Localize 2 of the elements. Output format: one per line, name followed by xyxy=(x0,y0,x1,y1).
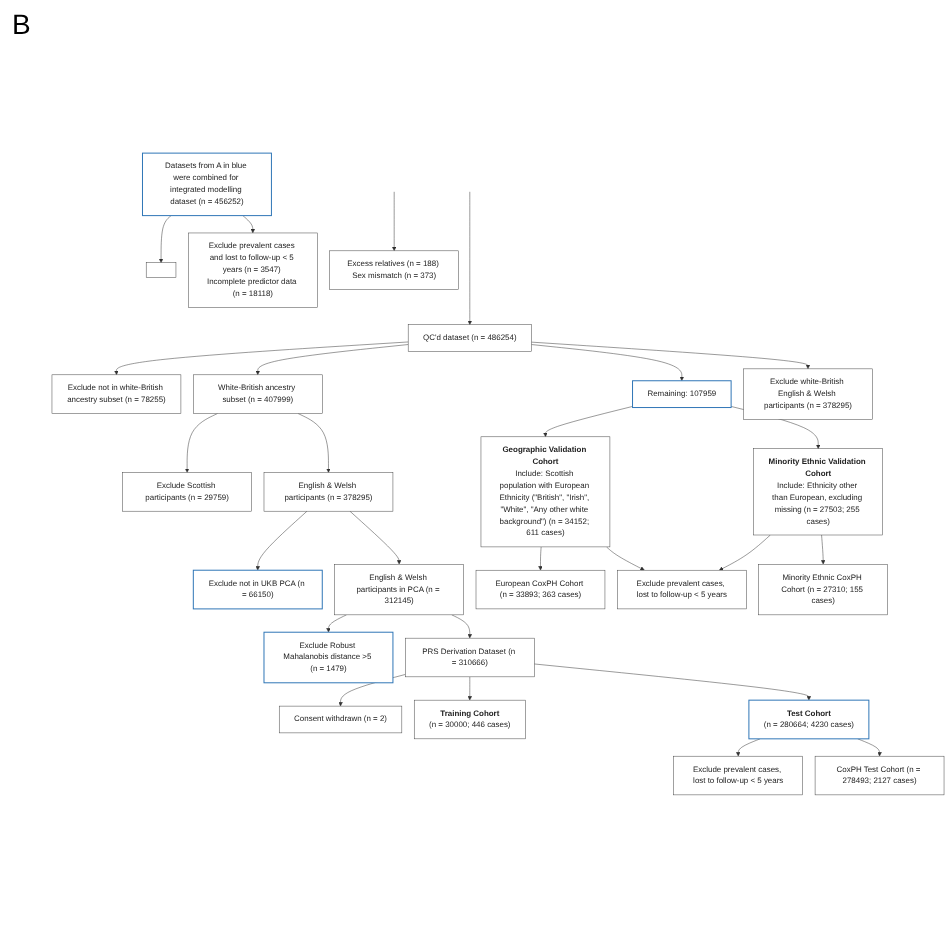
node-box xyxy=(145,262,177,278)
panel-letter: B xyxy=(12,8,31,40)
